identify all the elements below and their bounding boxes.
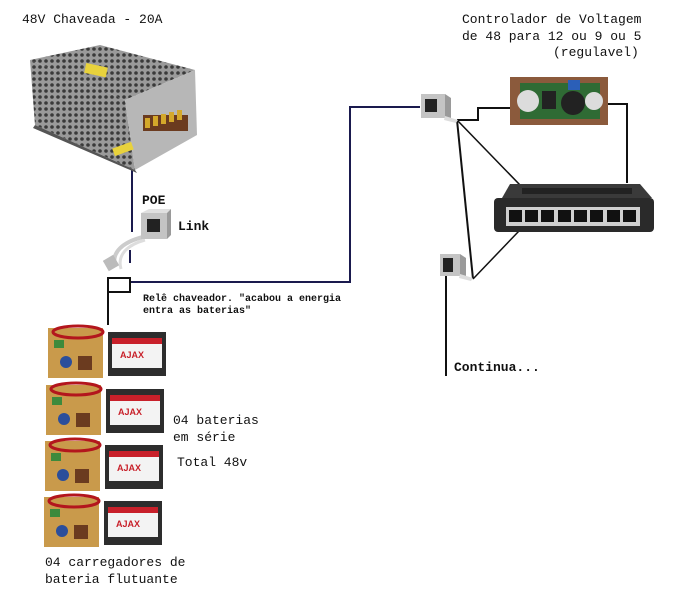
charger-battery-stack: AJAX AJAX AJAX: [44, 324, 166, 547]
switch-port-5: [574, 210, 587, 222]
switch-port-3: [541, 210, 554, 222]
switch-port-4: [558, 210, 571, 222]
battery-2: AJAX: [106, 389, 164, 433]
poe-splitter-top-image: [421, 94, 458, 123]
switch-port-2: [525, 210, 538, 222]
chargers-label-line2: bateria flutuante: [45, 572, 178, 587]
poe-label: POE: [142, 193, 166, 208]
battery-brand: AJAX: [117, 463, 141, 473]
battery-brand: AJAX: [120, 350, 144, 360]
battery-brand: AJAX: [118, 407, 142, 417]
switch-ports: [509, 210, 636, 222]
switch-port-8: [623, 210, 636, 222]
link-label: Link: [178, 219, 210, 234]
batteries-label-line1: 04 baterias: [173, 413, 259, 428]
relay-box: [107, 277, 131, 293]
switch-port-1: [509, 210, 522, 222]
battery-1: AJAX: [108, 332, 166, 376]
continua-label: Continua...: [454, 360, 540, 375]
voltage-regulator-image: [510, 77, 608, 125]
poe-splitter-bottom-image: [440, 254, 473, 281]
switch-port-6: [590, 210, 603, 222]
batteries-total: Total 48v: [177, 455, 248, 470]
batteries-label-line2: em série: [173, 430, 236, 445]
controller-title-line3: (regulavel): [553, 45, 639, 60]
controller-title-line1: Controlador de Voltagem: [462, 12, 642, 27]
wire-bottom-to-switch: [472, 230, 520, 280]
battery-brand: AJAX: [116, 519, 140, 529]
battery-4: AJAX: [104, 501, 162, 545]
network-switch-image: [494, 184, 654, 232]
wire-splitter-down: [456, 119, 474, 280]
relay-caption-line1: Relê chaveador. "acabou a energia: [143, 294, 342, 305]
charger-3: [45, 437, 102, 491]
chargers-label-line1: 04 carregadores de: [45, 555, 186, 570]
charger-1: [48, 324, 105, 378]
battery-3: AJAX: [105, 445, 163, 489]
wire-link-to-splitter: [128, 106, 420, 283]
controller-title-line2: de 48 para 12 ou 9 ou 5: [462, 29, 642, 44]
wire-splitter-to-regulator: [457, 107, 512, 121]
power-supply-image: [30, 45, 197, 173]
psu-title: 48V Chaveada - 20A: [22, 12, 163, 27]
poe-injector-image: [103, 209, 171, 272]
relay-caption-line2: entra as baterias": [143, 306, 252, 317]
charger-4: [44, 493, 101, 547]
switch-port-7: [607, 210, 620, 222]
charger-2: [46, 381, 103, 435]
